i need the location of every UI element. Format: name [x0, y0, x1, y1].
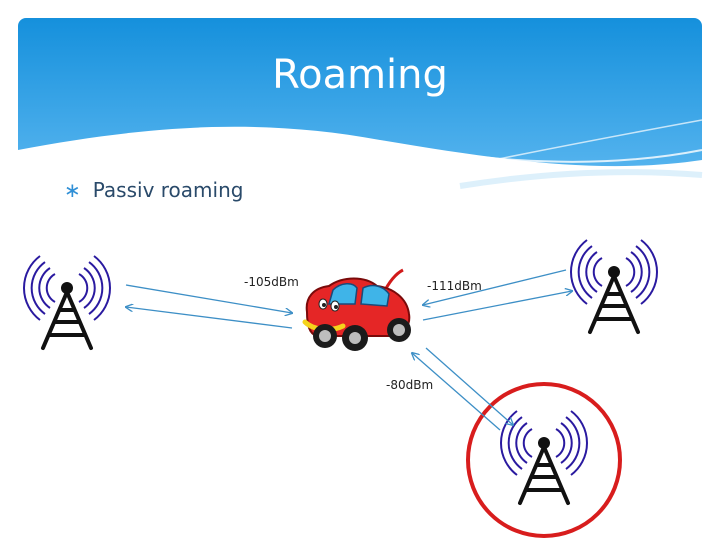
arrow-right-to-car [423, 269, 567, 305]
asterisk-bullet-icon: ∗ [64, 178, 81, 202]
tower-bottom-group [466, 382, 622, 538]
signal-label-left: -105dBm [244, 275, 299, 289]
bullet-item: ∗ Passiv roaming [64, 175, 243, 205]
highlight-circle [466, 382, 622, 538]
arrow-car-to-right [422, 291, 572, 321]
cartoon-car-icon [302, 268, 411, 351]
header-background [18, 18, 703, 200]
arrow-car-to-left [126, 307, 293, 329]
arrow-bottom-to-car [412, 353, 501, 431]
tower-left-radio-tower-icon [21, 254, 112, 350]
signal-label-bottom: -80dBm [386, 378, 433, 392]
arrow-car-to-bottom [425, 347, 513, 425]
signal-arrows [125, 269, 572, 431]
tower-right-radio-tower-icon [569, 238, 659, 334]
bullet-text: Passiv roaming [92, 178, 244, 202]
tower-bottom-radio-tower-icon [499, 409, 589, 505]
signal-label-right: -111dBm [427, 279, 482, 293]
slide-title: Roaming [272, 52, 448, 98]
arrow-left-to-car [125, 284, 292, 313]
